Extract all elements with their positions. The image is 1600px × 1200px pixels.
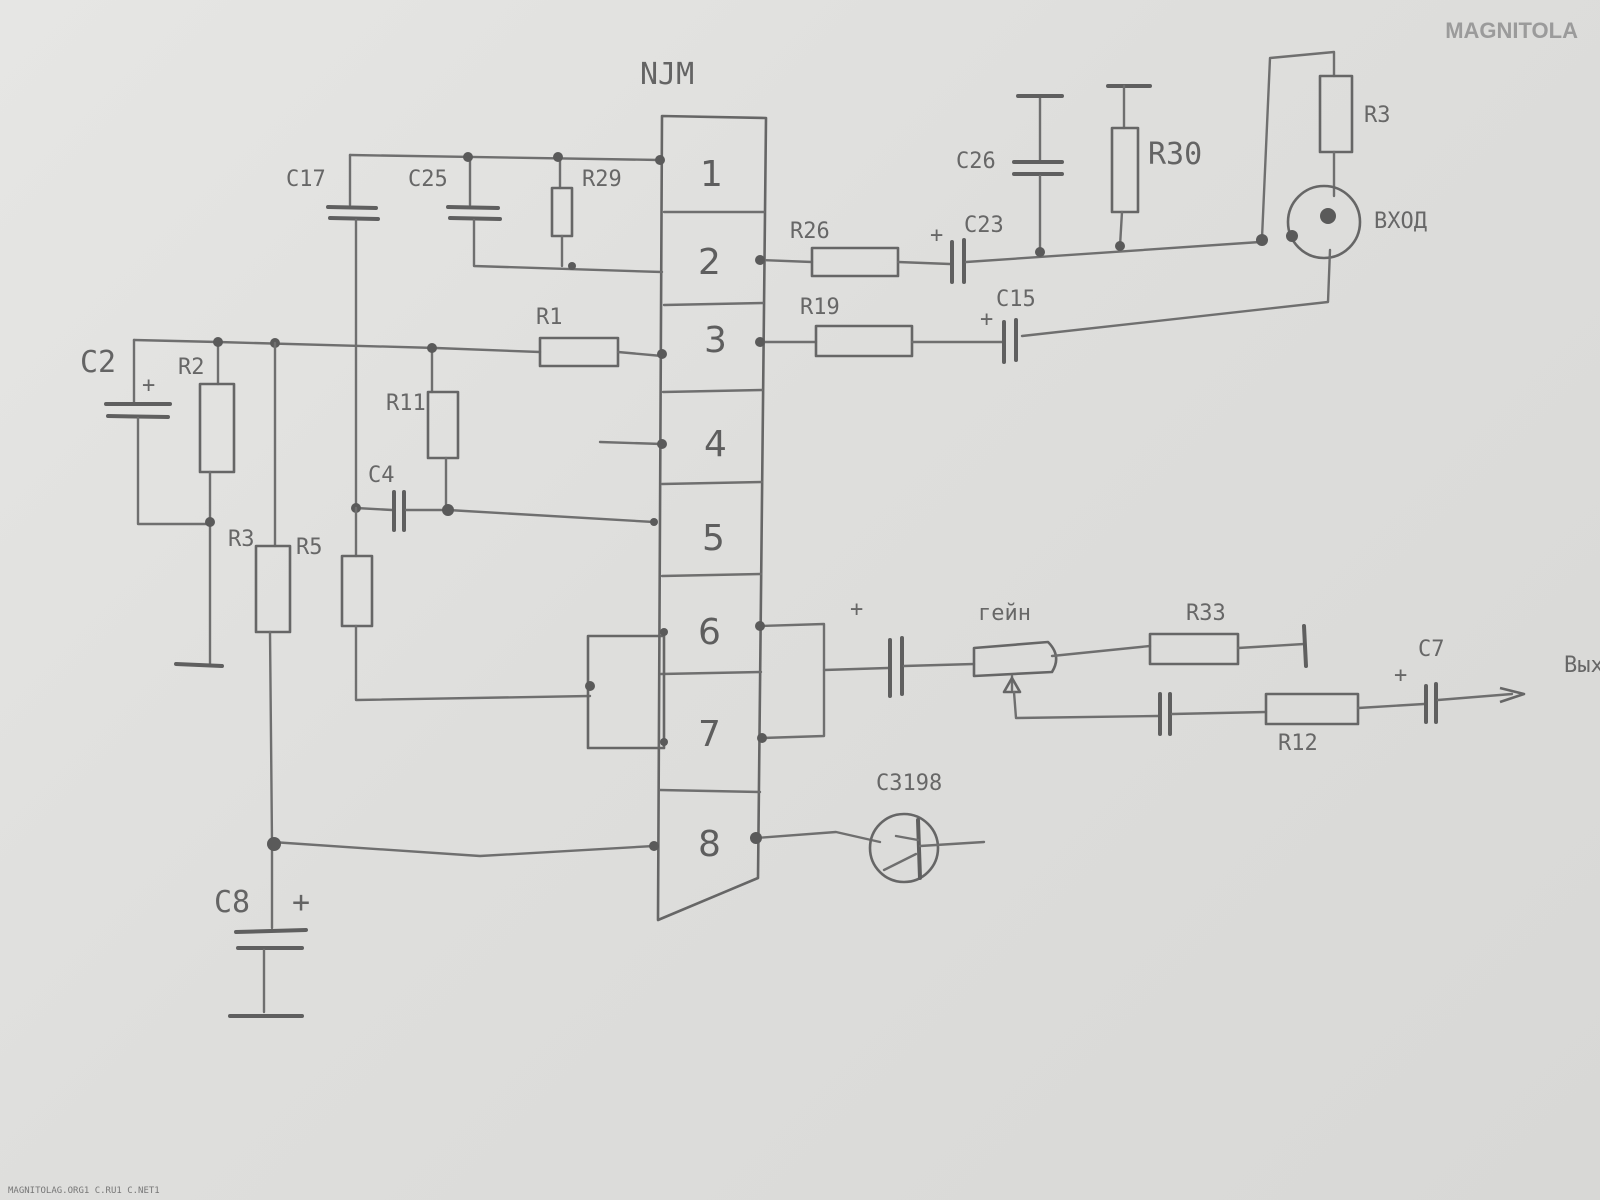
- label-r1: R1: [536, 305, 563, 330]
- c2-plus: +: [142, 373, 155, 398]
- pin3-network: [755, 318, 1018, 364]
- label-r30: R30: [1148, 137, 1202, 172]
- label-r11: R11: [386, 391, 426, 416]
- c23-plus: +: [930, 223, 943, 248]
- output-label: Вых: [1564, 653, 1600, 678]
- pin-4: 4: [704, 424, 727, 465]
- pin-3: 3: [704, 320, 727, 361]
- label-r19: R19: [800, 295, 840, 320]
- label-c3198: C3198: [876, 771, 942, 796]
- output-network: [755, 621, 1526, 743]
- label-r12: R12: [1278, 731, 1318, 756]
- label-c17: C17: [286, 167, 326, 192]
- pin-6: 6: [698, 612, 721, 653]
- label-r3-left: R3: [228, 527, 255, 552]
- top-left-network: [326, 152, 665, 510]
- label-c23: C23: [964, 213, 1004, 238]
- label-r2: R2: [178, 355, 205, 380]
- njm-chip: [656, 114, 768, 922]
- input-network: [755, 50, 1362, 338]
- transistor-c3198: [750, 812, 986, 884]
- label-c7: C7: [1418, 637, 1445, 662]
- label-r26: R26: [790, 219, 830, 244]
- c-unlabeled-plus: +: [850, 597, 863, 622]
- c7-plus: +: [1394, 663, 1407, 688]
- pin-8: 8: [698, 824, 721, 865]
- label-r3-right: R3: [1364, 103, 1391, 128]
- c15-plus: +: [980, 307, 993, 332]
- label-c26: C26: [956, 149, 996, 174]
- label-gain: гейн: [978, 601, 1031, 626]
- pin-2: 2: [698, 242, 721, 283]
- input-label: ВХОД: [1374, 209, 1427, 234]
- label-r5: R5: [296, 535, 323, 560]
- label-c25: C25: [408, 167, 448, 192]
- pin-1: 1: [700, 154, 723, 195]
- watermark-logo: MAGNITOLA: [1445, 18, 1578, 43]
- watermark-footer: MAGNITOLAG.ORG1 C.RU1 C.NET1: [8, 1186, 160, 1196]
- label-r33: R33: [1186, 601, 1226, 626]
- bottom-left-network: [228, 341, 668, 1018]
- pin-7: 7: [698, 714, 721, 755]
- label-r29: R29: [582, 167, 622, 192]
- label-c4: C4: [368, 463, 395, 488]
- label-c2: C2: [80, 345, 116, 380]
- pin-5: 5: [702, 518, 725, 559]
- chip-name: NJM: [640, 57, 694, 92]
- c8-plus: +: [292, 885, 310, 920]
- middle-left-network: [104, 336, 667, 668]
- label-c8: C8: [214, 885, 250, 920]
- label-c15: C15: [996, 287, 1036, 312]
